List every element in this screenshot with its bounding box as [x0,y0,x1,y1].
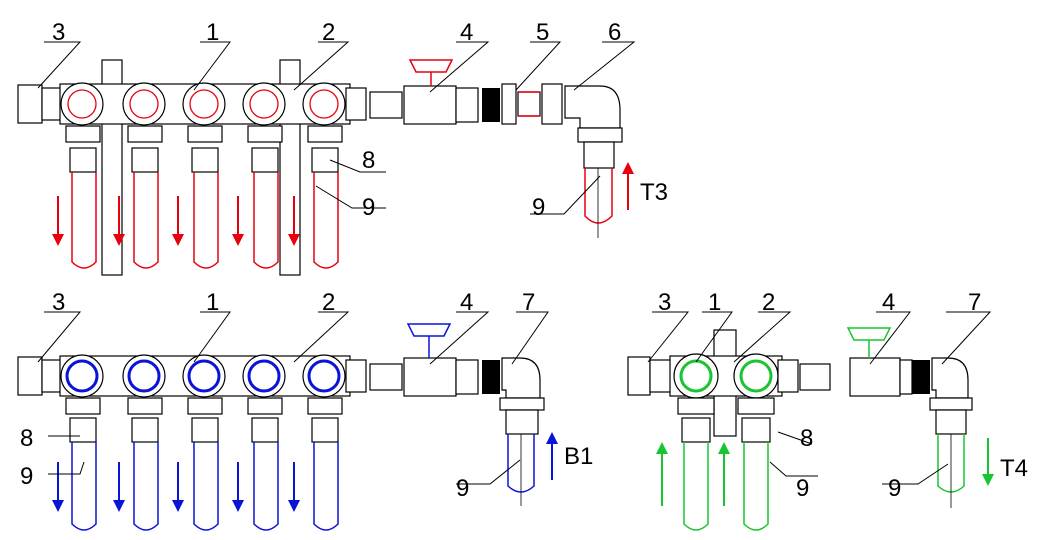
label-7: 7 [522,289,535,316]
label-5: 5 [536,19,549,46]
top-manifold [17,41,636,276]
flow-label-t3: T3 [640,179,668,206]
ball-valve [403,357,457,397]
elbow-fitting [931,357,969,399]
label-3: 3 [658,289,671,316]
label-7: 7 [968,289,981,316]
bottom-right-labels: 3 1 2 4 7 8 9 9 T4 [658,289,1028,502]
label-9: 9 [888,475,901,502]
end-cap [627,356,651,396]
label-1: 1 [708,289,721,316]
bottom-right-pipes [677,397,775,531]
bottom-left-pipes [65,397,343,531]
label-1: 1 [206,289,219,316]
top-outlets [60,82,346,126]
label-3: 3 [52,19,65,46]
valve-handle [406,323,452,337]
end-cap [17,356,43,396]
top-labels: 3 1 2 4 5 6 8 9 9 T3 [52,19,668,221]
bottom-left-flow-arrows [52,432,558,512]
bottom-right-flow-arrows [656,438,994,506]
valve-handle [408,59,454,73]
end-cap [17,84,43,124]
label-8: 8 [362,147,375,174]
flow-label-b1: B1 [564,443,593,470]
ball-valve [403,85,457,125]
bottom-left-outlets [60,354,346,398]
elbow-fitting [564,85,621,129]
top-pipes [65,125,343,269]
ball-valve [849,357,901,397]
label-4: 4 [460,289,473,316]
bottom-right-outlets [673,353,779,399]
label-9: 9 [20,463,33,490]
bottom-right-manifold [627,311,994,531]
top-flow-arrows [52,162,634,246]
label-9: 9 [532,194,545,221]
label-8: 8 [20,425,33,452]
flow-label-t4: T4 [1000,455,1028,482]
bottom-left-manifold [17,311,558,531]
bottom-right-leaders [647,311,992,485]
top-leaders [37,41,636,215]
elbow-fitting [501,357,541,399]
bottom-left-labels: 3 1 2 4 7 8 9 9 B1 [20,289,593,502]
label-4: 4 [882,289,895,316]
label-9: 9 [362,194,375,221]
label-9: 9 [456,475,469,502]
valve-handle [846,327,892,341]
label-8: 8 [800,425,813,452]
label-2: 2 [322,19,335,46]
label-3: 3 [52,289,65,316]
label-6: 6 [608,19,621,46]
outlet-pipe [584,168,613,224]
label-9: 9 [796,475,809,502]
label-2: 2 [322,289,335,316]
label-2: 2 [762,289,775,316]
bottom-left-leaders [37,311,549,485]
label-4: 4 [460,19,473,46]
label-1: 1 [206,19,219,46]
